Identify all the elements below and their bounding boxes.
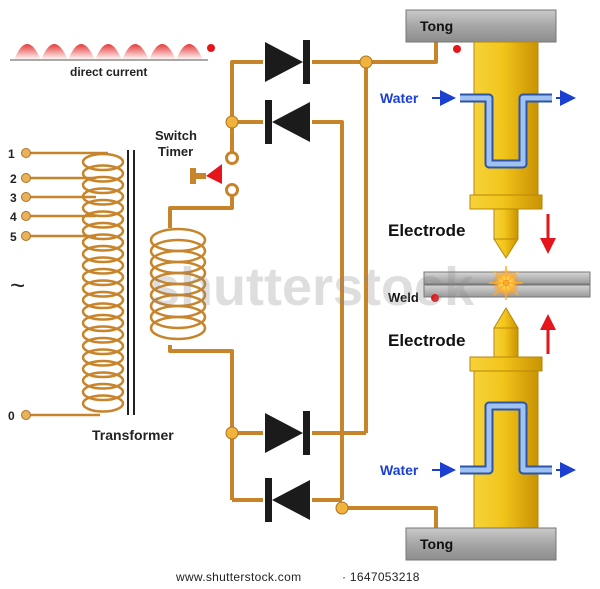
- secondary-coil-loop: [149, 304, 207, 330]
- direct-current-label: direct current: [70, 65, 147, 79]
- force-arrow-up: [540, 314, 556, 354]
- tong-bottom: [405, 527, 557, 561]
- footer-image-id: · 1647053218: [342, 570, 420, 584]
- primary-coil-loop: [81, 325, 125, 344]
- switch-label: Switch: [155, 128, 197, 143]
- primary-coil-loop: [81, 302, 125, 321]
- switch-timer: [190, 151, 239, 197]
- water-bottom-label: Water: [380, 462, 419, 478]
- secondary-coil-loop: [149, 315, 207, 341]
- timer-label: Timer: [158, 144, 193, 159]
- weld-label: Weld: [388, 290, 419, 305]
- primary-coil-loop: [81, 279, 125, 298]
- diode-3: [265, 411, 310, 455]
- weld-marker-dot: [431, 294, 439, 302]
- tap-label-1: 1: [8, 147, 15, 161]
- primary-coil-loop: [81, 256, 125, 275]
- primary-coil-loop: [81, 221, 125, 241]
- tong-top-label: Tong: [420, 18, 453, 34]
- electrode-holder-top: [469, 41, 543, 259]
- primary-coil-loop: [81, 359, 125, 379]
- diode-1: [265, 40, 310, 84]
- primary-coil-loop: [81, 348, 125, 367]
- primary-coil-loop: [81, 244, 125, 264]
- tong-top: [405, 9, 557, 53]
- water-top-label: Water: [380, 90, 419, 106]
- electrode-top-label: Electrode: [388, 221, 465, 240]
- red-dot-marker: [207, 44, 215, 52]
- tong-bottom-label: Tong: [420, 536, 453, 552]
- primary-coil-loop: [81, 336, 125, 356]
- ac-symbol: ~: [10, 270, 25, 300]
- primary-coil-loop: [81, 394, 125, 413]
- water-pipe-bottom: [460, 401, 552, 475]
- footer-url: www.shutterstock.com: [176, 570, 302, 584]
- diode-2: [265, 100, 310, 144]
- primary-coil-loop: [81, 164, 125, 183]
- spark-rays: [489, 266, 523, 300]
- primary-coil-loop: [81, 267, 125, 287]
- watermark-text: shutterstock: [150, 257, 475, 317]
- primary-coil-loop: [81, 198, 125, 218]
- secondary-coil: [149, 227, 207, 341]
- primary-coil-loop: [81, 233, 125, 252]
- force-arrow-down: [540, 214, 556, 254]
- transformer-core: [127, 150, 135, 415]
- primary-coil-loop: [81, 290, 125, 310]
- tap-label-0: 0: [8, 409, 15, 423]
- electrode-holder-bottom: [469, 307, 543, 529]
- water-pipe-top: [460, 93, 552, 169]
- junction-dots: [225, 55, 373, 515]
- tap-label-2: 2: [10, 172, 17, 186]
- diode-4: [265, 478, 310, 522]
- electrode-bottom-label: Electrode: [388, 331, 465, 350]
- tap-label-5: 5: [10, 230, 17, 244]
- primary-coil-loop: [81, 210, 125, 229]
- tap-label-3: 3: [10, 191, 17, 205]
- primary-coil-loop: [81, 382, 125, 402]
- copper-wiring: [168, 40, 438, 528]
- primary-coil-loop: [81, 313, 125, 333]
- transformer-label: Transformer: [92, 427, 174, 443]
- primary-coil-loop: [81, 371, 125, 390]
- primary-coil-loop: [81, 175, 125, 195]
- direct-current-waveform: [10, 44, 215, 61]
- footer-bar: www.shutterstock.com · 1647053218: [0, 566, 600, 589]
- primary-coil: [21, 148, 125, 420]
- tap-label-4: 4: [10, 210, 17, 224]
